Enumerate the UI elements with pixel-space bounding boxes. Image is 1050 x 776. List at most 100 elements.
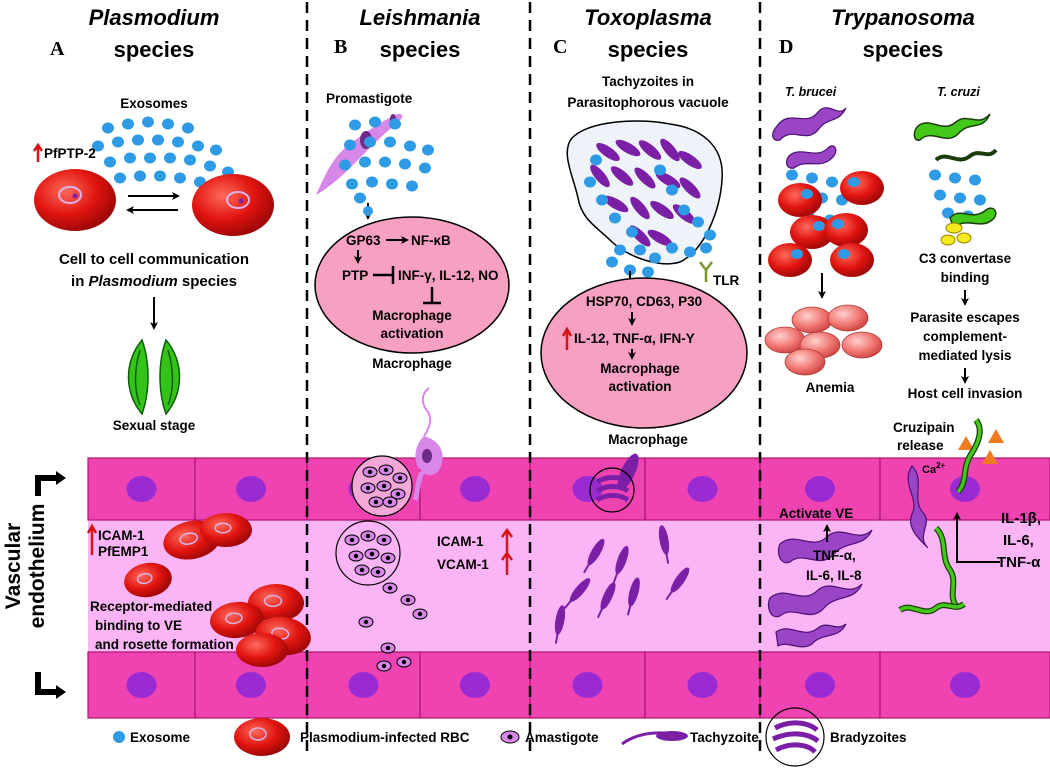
exosome-dot (609, 212, 621, 224)
exchange-arrows (126, 192, 180, 214)
exosome-dot (144, 152, 156, 164)
tachyzoite (596, 582, 616, 619)
promastigote-label: Promastigote (326, 91, 413, 106)
rbc-body (124, 562, 172, 598)
amastigote-nucleus (381, 483, 387, 489)
rbc (840, 171, 884, 205)
exosome-dot (826, 176, 838, 188)
rbc (824, 213, 868, 247)
t-brucei-label: T. brucei (785, 85, 837, 99)
exosome-dot (204, 160, 216, 172)
panel-letter-a: A (50, 38, 65, 60)
rbc-cluster-d (768, 171, 884, 277)
exosome-dot (634, 244, 646, 256)
up-arrow-icon (32, 142, 44, 162)
exosome-dot (596, 194, 608, 206)
up-arrow-icon (500, 550, 514, 575)
legend-rbc-swatch (234, 718, 290, 756)
attached-exosome (791, 249, 803, 259)
macrophage-activation-c2: activation (608, 379, 671, 394)
tachyzoite (647, 229, 673, 247)
cell-nucleus (805, 672, 835, 698)
trypanosome-brucei-lumen (907, 465, 929, 549)
infected-rbc-right (192, 174, 274, 236)
nfkb-label: NF-κB (411, 233, 451, 248)
panel-headers: Plasmodium species A Leishmania species … (50, 5, 975, 62)
exosomes-label: Exosomes (120, 96, 188, 111)
c3-label-1: C3 convertase (919, 251, 1012, 266)
panel-c: Tachyzoites in Parasitophorous vacuole T… (540, 74, 748, 644)
tachyzoite-tail (626, 605, 632, 616)
receptor-label-line2: binding to VE (95, 618, 182, 633)
svg-text:endothelium: endothelium (26, 504, 49, 629)
legend-tachyzoite-swatch (621, 731, 688, 746)
exosome-dot (700, 242, 712, 254)
cell-nucleus (126, 672, 157, 698)
comm-label-line2: in Plasmodium species (71, 273, 237, 290)
rbc-body (200, 513, 252, 547)
header-toxoplasma-suffix: species (608, 37, 689, 62)
exosome-dot (404, 140, 416, 152)
attached-exosome (801, 189, 813, 199)
parasite-ring (263, 594, 283, 608)
header-trypanosoma-genus: Trypanosoma (831, 5, 975, 30)
exosome-dot (162, 118, 174, 130)
trypanosome-brucei (785, 145, 837, 169)
tachyzoite-body (628, 577, 640, 607)
exosome-dot (806, 172, 818, 184)
tachyzoite (660, 138, 680, 162)
header-plasmodium-suffix: species (114, 37, 195, 62)
exosome-dot (626, 226, 638, 238)
exosome-dot (104, 156, 116, 168)
exosome-dot (164, 152, 176, 164)
exosome-dot (399, 158, 411, 170)
cell-nucleus (950, 672, 980, 698)
cruzipain-triangle-icon (982, 450, 998, 464)
cruzipain-label-1: Cruzipain (893, 420, 955, 435)
exosome-dot (366, 176, 378, 188)
exosome-dot (346, 178, 358, 190)
tachyzoite (610, 166, 634, 186)
escape-label-2: complement- (923, 329, 1007, 344)
tachyzoite (655, 171, 681, 189)
calcium-label: Ca2+ (922, 461, 946, 476)
amastigote-nucleus (417, 611, 423, 617)
tnf-label-d2: IL-6, IL-8 (806, 568, 862, 583)
cruzipain-triangle-icon (958, 436, 974, 450)
vcam-label-b: VCAM-1 (437, 557, 489, 572)
exosome-dot (122, 118, 134, 130)
panel-d: T. brucei T. cruzi Anemia C3 convertase … (764, 85, 1041, 648)
attached-exosome (813, 221, 825, 231)
tachyzoite-tail (665, 553, 670, 564)
tachyzoite-body (615, 545, 629, 575)
exosome-dot (384, 136, 396, 148)
tlr-label: TLR (713, 273, 739, 288)
legend-bradyzoites-label: Bradyzoites (830, 730, 907, 745)
trypanosome-brucei-lumen (777, 529, 873, 564)
cytokine-label-b: INF-γ, IL-12, NO (398, 268, 499, 283)
exosome-cluster-b (339, 116, 434, 204)
amastigote-nucleus (365, 533, 371, 539)
exosome-dot (132, 134, 144, 146)
exosome-dot (624, 264, 636, 276)
amastigote-vacuole-lumen (335, 520, 401, 586)
macrophage-label-c: Macrophage (608, 432, 688, 447)
tachyzoites-in-lumen (554, 525, 690, 644)
amastigote-nucleus (395, 491, 401, 497)
tachyzoite-tail (596, 608, 603, 619)
host-invasion-label: Host cell invasion (908, 386, 1023, 401)
tachyzoite (596, 142, 620, 162)
exosome-dot (934, 189, 946, 201)
cell-nucleus (687, 672, 718, 698)
amastigote-nucleus (381, 663, 387, 669)
rbc-rosette (124, 513, 311, 667)
cell-nucleus (236, 476, 266, 502)
exosome-dot (114, 172, 126, 184)
tachyzoites-label-1: Tachyzoites in (602, 74, 694, 89)
cell-nucleus (460, 476, 490, 502)
rbc (768, 243, 812, 277)
legend-rbc-label: Plasmodium-infected RBC (300, 730, 470, 745)
free-amastigotes (358, 582, 428, 672)
amastigote-nucleus (367, 469, 373, 475)
exosome-dot (386, 178, 398, 190)
